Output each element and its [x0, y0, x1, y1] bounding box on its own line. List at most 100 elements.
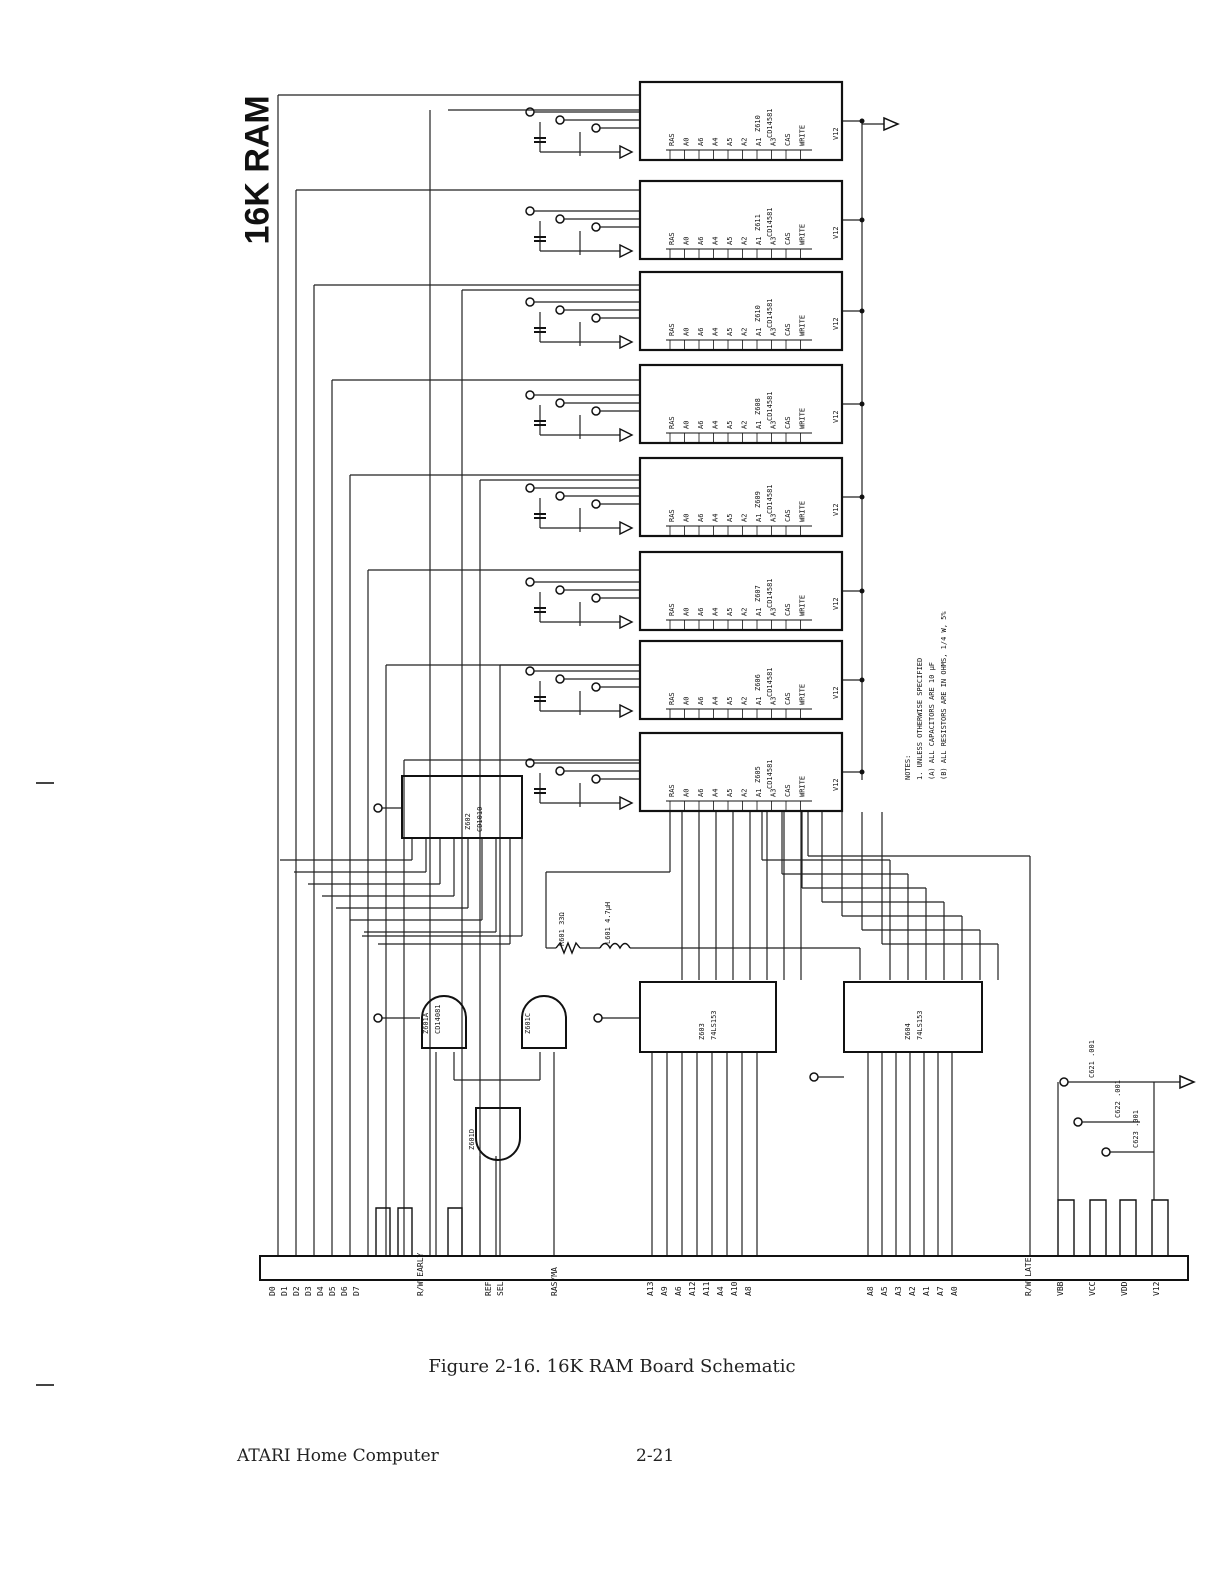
vdd-label: V12	[832, 686, 840, 699]
vdd-label: V12	[832, 127, 840, 140]
supply-terminal	[591, 499, 601, 509]
edge-pin-label: A8	[744, 1286, 753, 1296]
note-line: (B) ALL RESISTORS ARE IN OHMS, 1/4 W, 5%	[940, 611, 948, 780]
ram-pin-label: WRITE	[799, 776, 807, 797]
ram-chip	[638, 550, 844, 632]
nand-body	[475, 1107, 521, 1161]
ram-pin-label: A2	[741, 789, 749, 797]
ram-pin-label: A3	[770, 789, 778, 797]
ram-pin-label: A6	[697, 697, 705, 705]
ram-pin-label: A4	[712, 328, 720, 336]
ram-pin-label: A1	[755, 138, 763, 146]
supply-terminal	[555, 398, 565, 408]
ram-pin-label: RAS	[668, 692, 676, 705]
ram-pin-label: A4	[712, 608, 720, 616]
supply-terminal	[591, 123, 601, 133]
ram-pin-label: A6	[697, 608, 705, 616]
edge-pin-label: D7	[352, 1286, 361, 1296]
edge-pin-label: A8	[866, 1286, 875, 1296]
ram-pin-label: RAS	[668, 509, 676, 522]
chip-ref-label: Z609	[754, 491, 762, 508]
mux-chip	[843, 981, 983, 1053]
edge-pin-label: A13	[646, 1281, 655, 1296]
supply-terminal	[373, 803, 383, 813]
vdd-label: V12	[832, 597, 840, 610]
edge-pin-label: R/W EARLY	[416, 1252, 425, 1296]
ram-chip	[638, 731, 844, 813]
edge-pin-label: V12	[1152, 1281, 1161, 1296]
ram-pin-label: A1	[755, 421, 763, 429]
inductor-l601	[599, 942, 631, 950]
supply-terminal	[555, 115, 565, 125]
edge-pin-label: A10	[730, 1281, 739, 1296]
supply-terminal	[525, 107, 535, 117]
gate-ref-label: Z601D	[468, 1129, 476, 1150]
note-line: (A) ALL CAPACITORS ARE 10 µF	[928, 662, 936, 780]
ram-pin-label: A2	[741, 328, 749, 336]
mux-chip	[639, 981, 777, 1053]
logic-chip	[401, 775, 523, 839]
supply-terminal	[591, 774, 601, 784]
ground-symbol	[619, 795, 634, 811]
edge-pin-label: D3	[304, 1286, 313, 1296]
supply-terminal	[555, 674, 565, 684]
supply-terminal	[809, 1072, 819, 1082]
pulse-waveform	[375, 1207, 391, 1256]
edge-pin-label: RAS/MA	[550, 1267, 559, 1296]
ram-pin-label: A5	[726, 697, 734, 705]
ram-chip	[638, 363, 844, 445]
supply-terminal	[591, 222, 601, 232]
ground-symbol	[1179, 1074, 1196, 1090]
ram-pin-label: A6	[697, 789, 705, 797]
chip-part-label: CD14581	[766, 391, 774, 421]
ram-pin-label: A6	[697, 328, 705, 336]
ram-pin-label: A2	[741, 697, 749, 705]
ram-pin-label: A0	[683, 328, 691, 336]
chip-layer	[259, 80, 1196, 1281]
chip-ref-label: Z610	[754, 305, 762, 322]
edge-pin-label: A11	[702, 1281, 711, 1296]
ram-pin-label: A0	[683, 789, 691, 797]
ram-pin-label: A5	[726, 138, 734, 146]
chip-part-label: CD14581	[766, 207, 774, 237]
supply-terminal	[373, 1013, 383, 1023]
ram-pin-label: WRITE	[799, 408, 807, 429]
ram-pin-label: A1	[755, 514, 763, 522]
supply-rail-tab	[1119, 1199, 1137, 1256]
figure-caption: Figure 2-16. 16K RAM Board Schematic	[428, 1356, 796, 1377]
ground-symbol	[619, 243, 634, 259]
ram-pin-label: RAS	[668, 603, 676, 616]
chip-part-label: CD14581	[766, 298, 774, 328]
ram-pin-label: A3	[770, 138, 778, 146]
ground-symbol	[619, 144, 634, 160]
ram-pin-label: CAS	[784, 133, 792, 146]
ram-pin-label: A0	[683, 237, 691, 245]
edge-pin-label: D0	[268, 1286, 277, 1296]
ram-pin-label: WRITE	[799, 315, 807, 336]
supply-terminal	[1073, 1117, 1083, 1127]
ram-pin-label: A5	[726, 608, 734, 616]
chip-part-label: CD14581	[766, 484, 774, 514]
chip-ref-label: Z607	[754, 585, 762, 602]
edge-pin-label: D1	[280, 1286, 289, 1296]
wire-layer	[277, 94, 1180, 1256]
edge-pin-label: A1	[922, 1286, 931, 1296]
edge-pin-label: D5	[328, 1286, 337, 1296]
junction-dot	[859, 217, 865, 223]
ram-pin-label: WRITE	[799, 224, 807, 245]
junction-dot	[859, 118, 865, 124]
edge-pin-label: VCC	[1088, 1281, 1097, 1296]
chip-ref-label: Z608	[754, 398, 762, 415]
ram-pin-label: A2	[741, 514, 749, 522]
chip-part-label: 74LS153	[710, 1010, 718, 1040]
ram-pin-label: CAS	[784, 603, 792, 616]
ram-pin-label: A4	[712, 421, 720, 429]
vdd-label: V12	[832, 317, 840, 330]
ram-pin-label: CAS	[784, 509, 792, 522]
ram-pin-label: A4	[712, 789, 720, 797]
nand-z601d	[475, 1107, 521, 1161]
ram-pin-label: A3	[770, 237, 778, 245]
edge-pin-label: A3	[894, 1286, 903, 1296]
ram-pin-label: RAS	[668, 323, 676, 336]
chip-ref-label: Z611	[754, 214, 762, 231]
